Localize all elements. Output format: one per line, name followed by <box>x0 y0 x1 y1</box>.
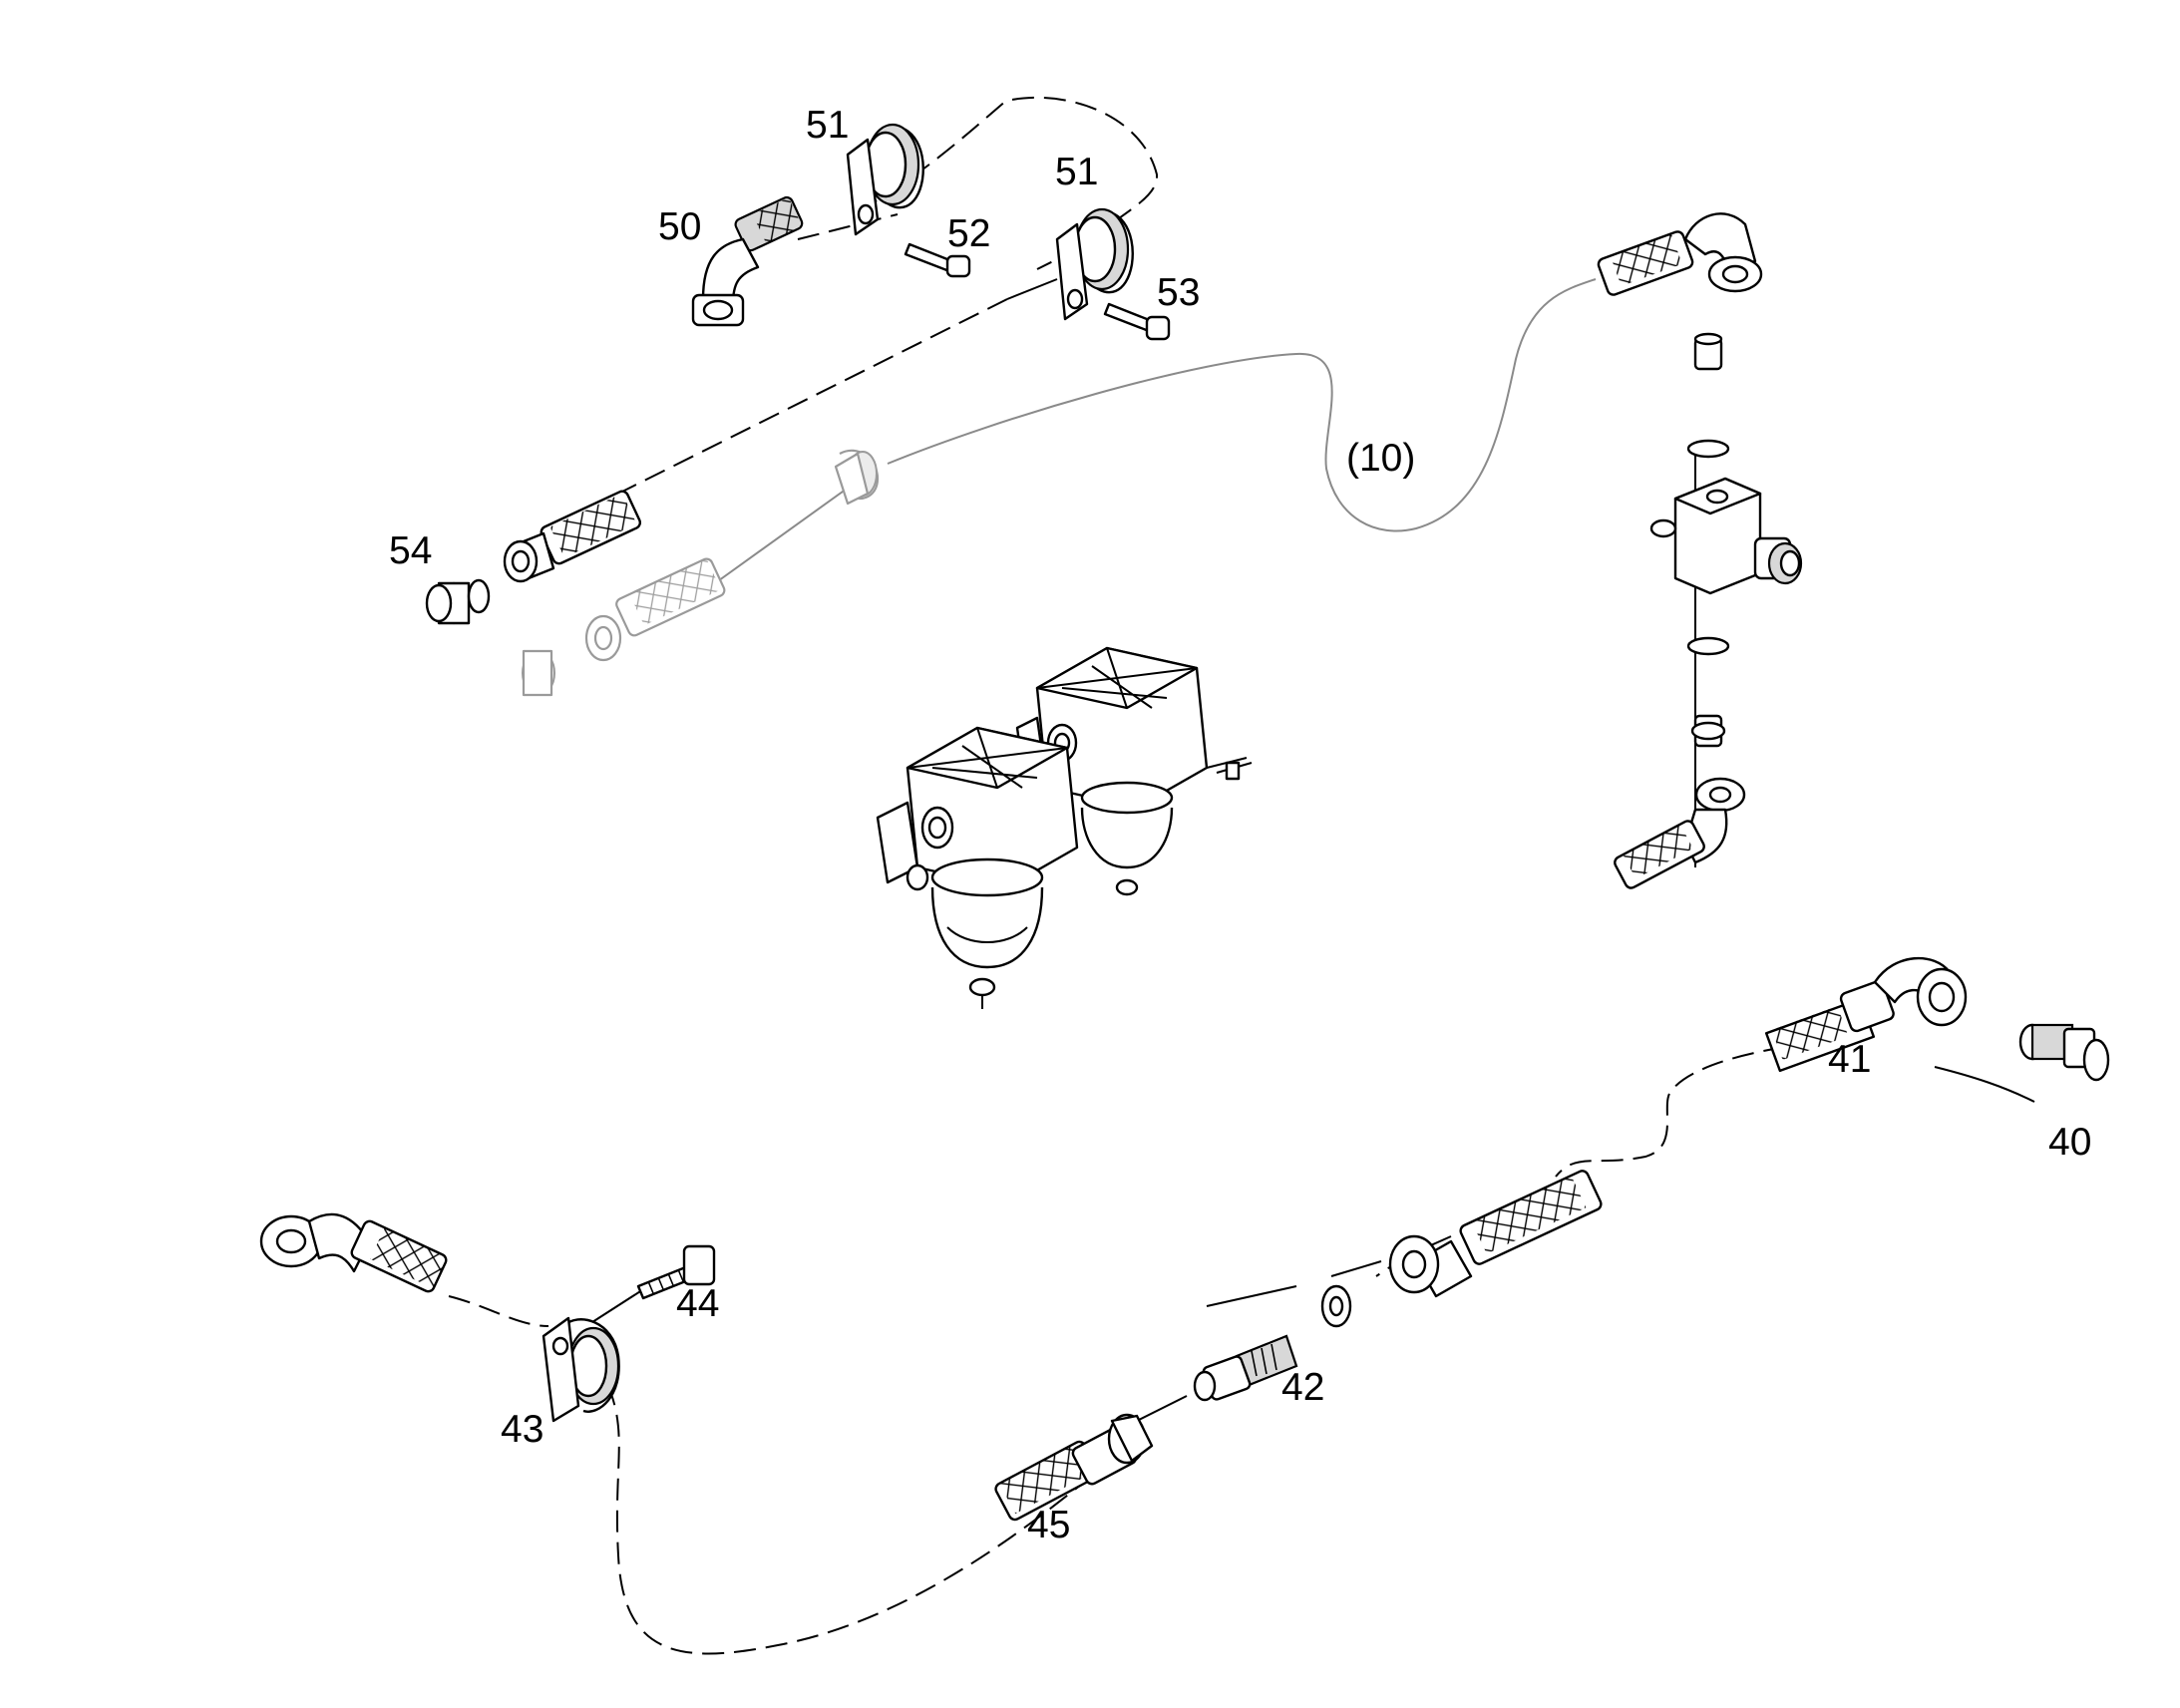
screw-53 <box>1103 302 1171 341</box>
hose-end-center <box>1388 1170 1603 1298</box>
elbow-fitting-50 <box>691 195 804 327</box>
callout-51-upper: 51 <box>806 104 849 147</box>
callout-44: 44 <box>676 1282 719 1325</box>
callout-51-lower: 51 <box>1055 151 1098 193</box>
callout-52: 52 <box>947 212 990 255</box>
fuel-filter-assembly <box>876 646 1253 1009</box>
banjo-bolt-42 <box>1193 1334 1298 1402</box>
callout-40: 40 <box>2048 1121 2091 1164</box>
hose-end-41 <box>1764 956 1968 1073</box>
hose-end-45 <box>994 1413 1154 1522</box>
p-clamp-51-upper <box>846 123 924 236</box>
elbow-fitting-bottom-left <box>259 1212 448 1293</box>
callout-45: 45 <box>1027 1504 1070 1546</box>
hose-end-upper-left <box>503 490 641 583</box>
callout-42: 42 <box>1281 1366 1324 1409</box>
valve-block <box>1649 332 1803 748</box>
callout-54: 54 <box>389 529 432 572</box>
bolt-44 <box>636 1244 716 1300</box>
p-clamp-43 <box>542 1316 620 1423</box>
adapter-40 <box>2018 1023 2110 1082</box>
washer <box>1320 1284 1352 1328</box>
screw-52 <box>904 242 971 278</box>
callout-50: 50 <box>658 205 701 248</box>
adapter-54 <box>425 578 491 625</box>
callout-43: 43 <box>501 1408 544 1451</box>
callout-41: 41 <box>1828 1038 1871 1081</box>
callout-53: 53 <box>1157 271 1200 314</box>
hose-end-ghost <box>522 449 880 697</box>
p-clamp-51-lower <box>1055 207 1134 321</box>
elbow-fitting-lower-right <box>1614 777 1746 889</box>
reference-label-10: (10) <box>1346 437 1415 480</box>
elbow-fitting-upper-right <box>1597 212 1763 296</box>
grey-reference-line <box>707 278 1597 589</box>
